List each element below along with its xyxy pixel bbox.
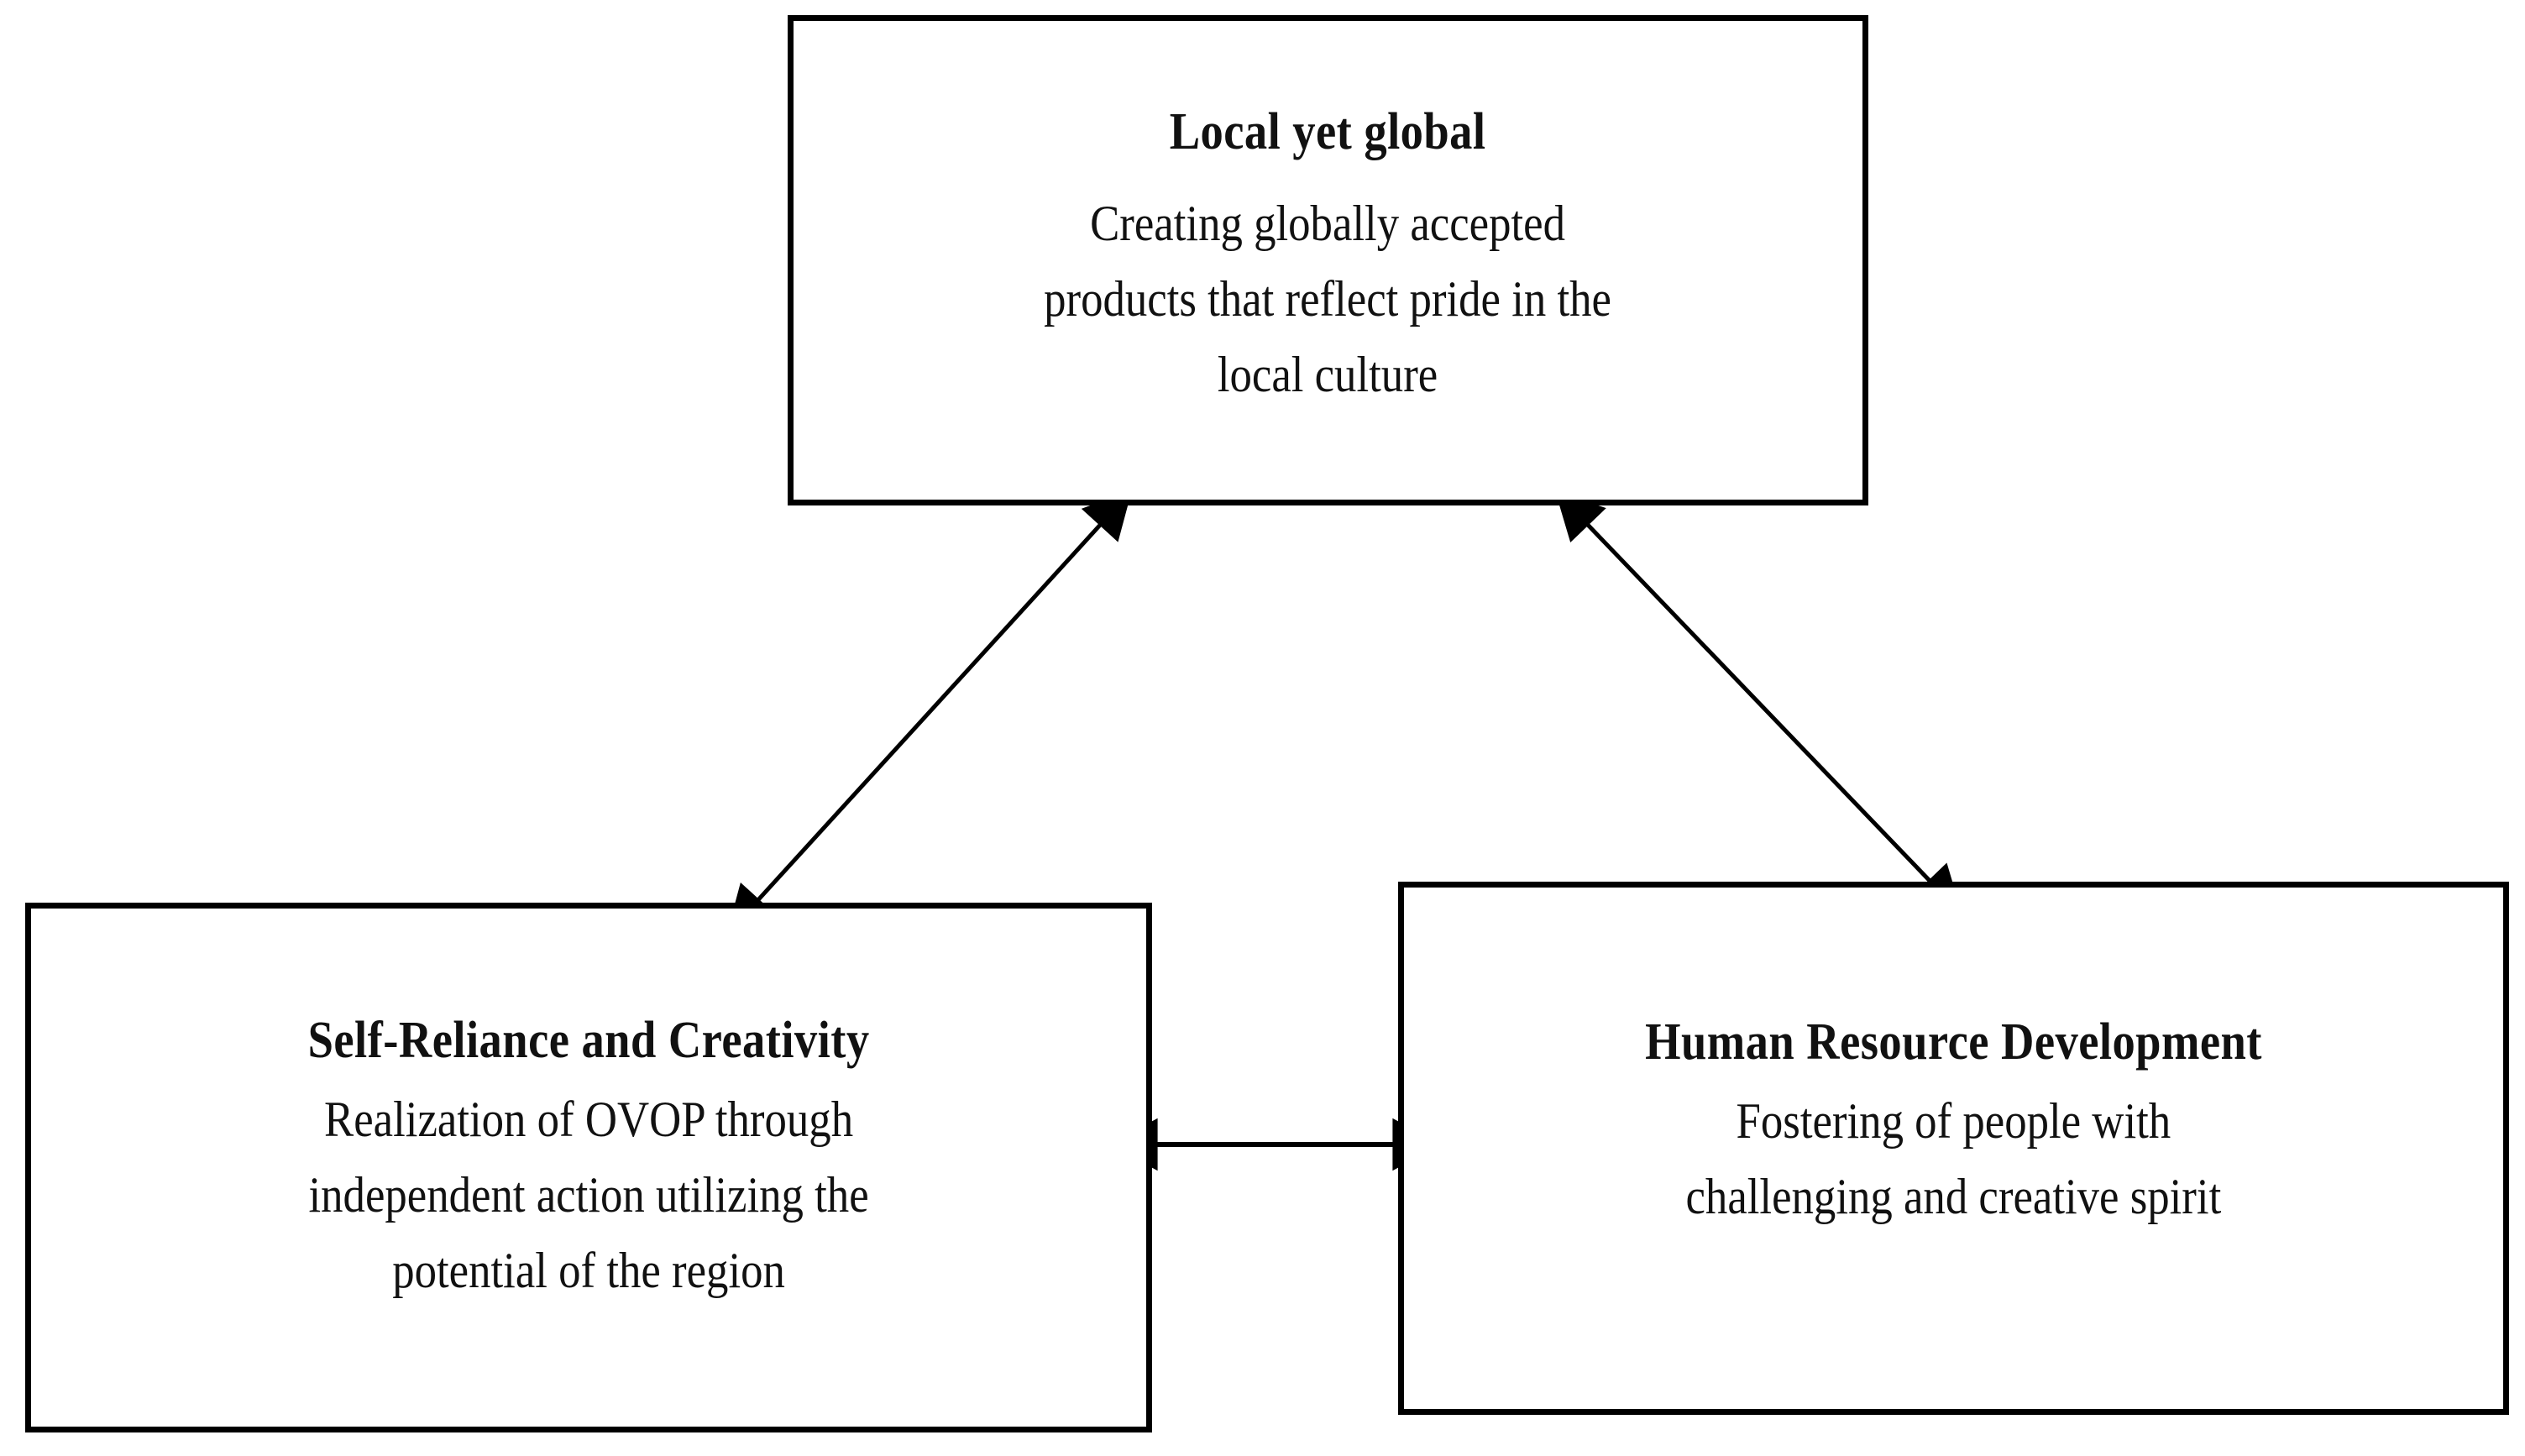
box-title-local-yet-global: Local yet global — [1170, 103, 1486, 161]
box-body-human-resource-development: Fostering of people with challenging and… — [1685, 1093, 2222, 1225]
box-body-self-reliance-and-creativity: Realization of OVOP through independent … — [308, 1092, 869, 1299]
box-title-self-reliance-and-creativity: Self-Reliance and Creativity — [307, 1011, 870, 1069]
box-body-local-yet-global: Creating globally accepted products that… — [1044, 195, 1612, 402]
box-title-human-resource-development: Human Resource Development — [1645, 1013, 2262, 1071]
connector-top-to-bottom-left — [726, 490, 1133, 935]
concept-box-self-reliance-and-creativity: Self-Reliance and Creativity Realization… — [25, 903, 1152, 1432]
concept-box-human-resource-development: Human Resource Development Fostering of … — [1398, 882, 2509, 1415]
concept-box-local-yet-global: Local yet global Creating globally accep… — [788, 15, 1868, 505]
connector-top-to-bottom-right — [1554, 490, 1962, 915]
